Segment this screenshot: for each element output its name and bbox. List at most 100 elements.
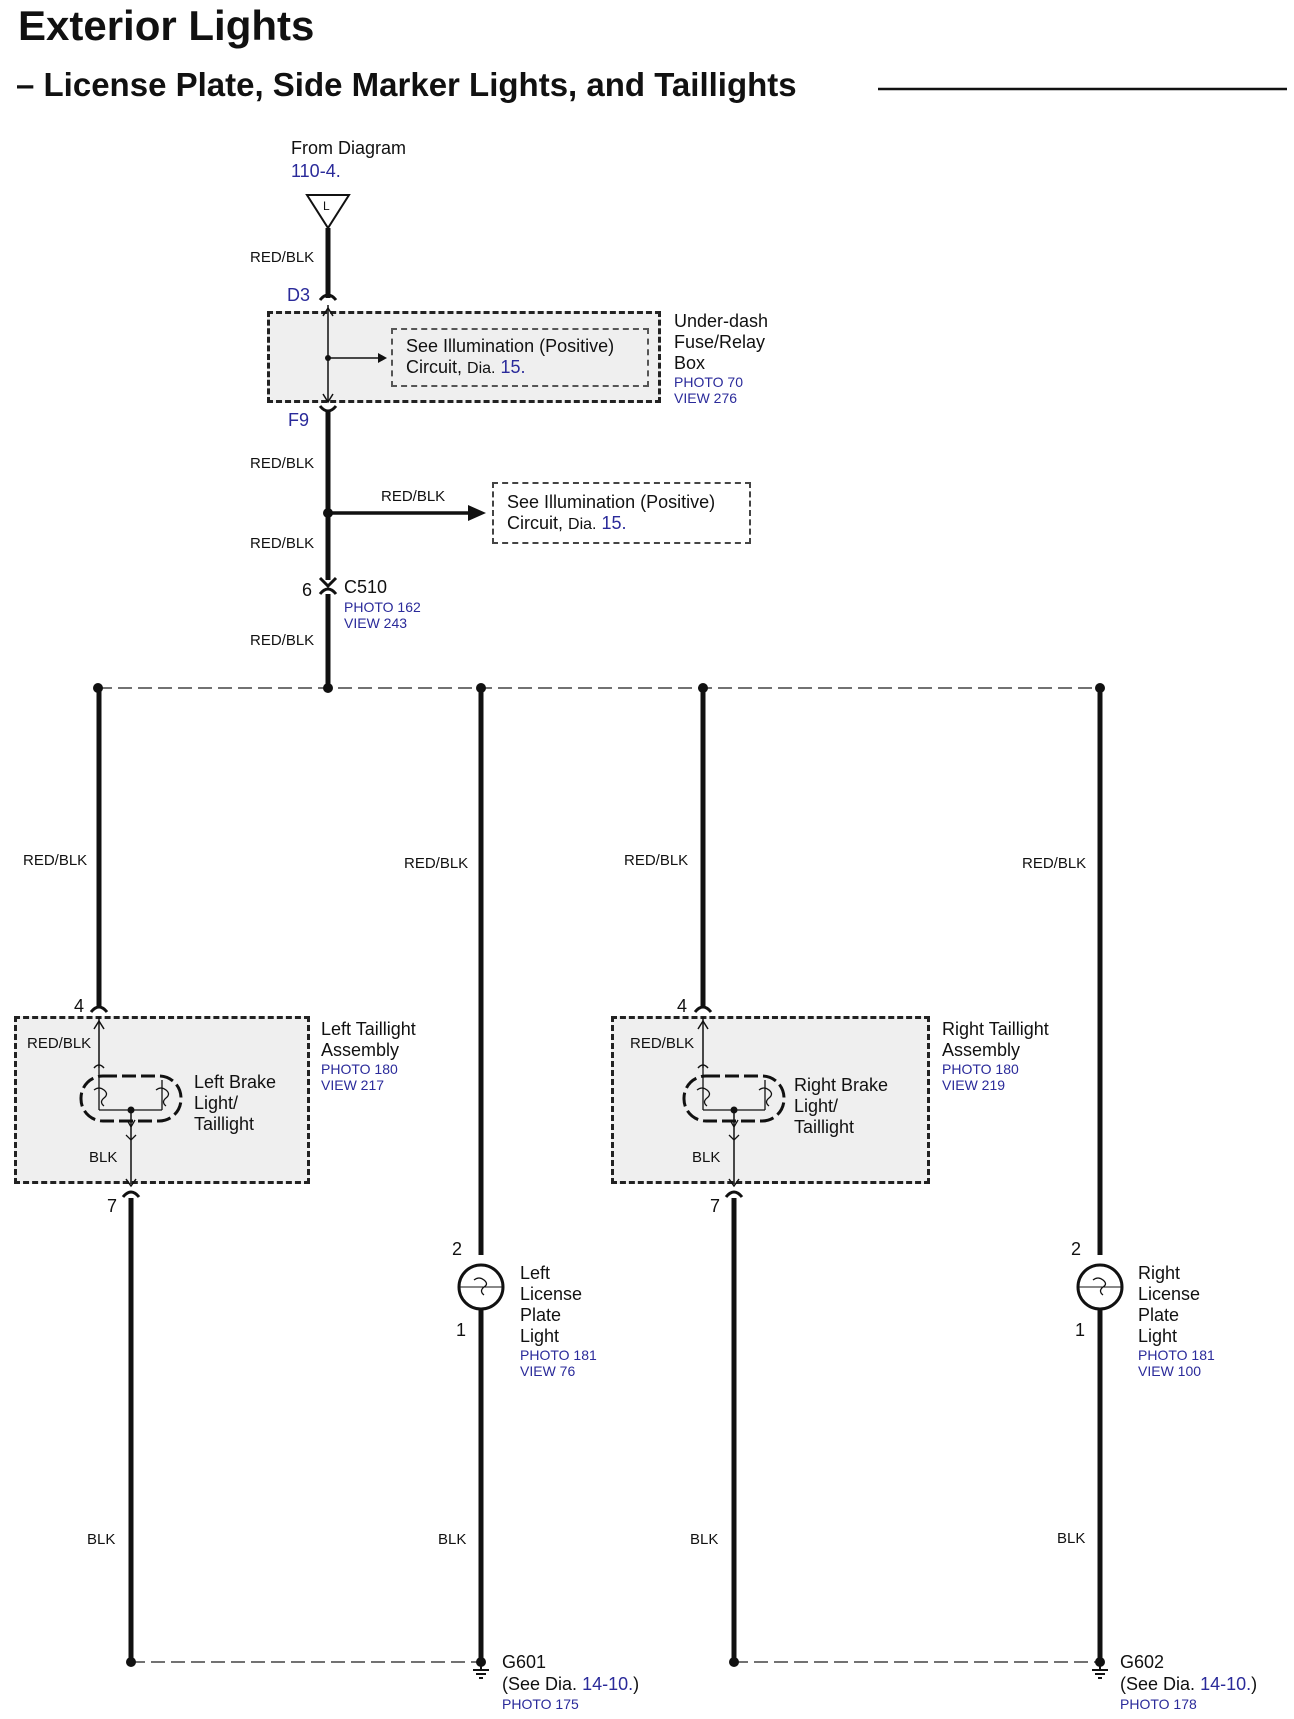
source-terminal-label: L [323,199,330,213]
fuse-box-photo[interactable]: PHOTO 70 [674,374,743,390]
ground-symbol-g601 [473,1662,489,1679]
left-bulb-name-3: Taillight [194,1114,255,1134]
wire-color-label: RED/BLK [250,249,315,266]
ground-symbol-g602 [1092,1662,1108,1679]
right-taillight-name-1: Right Taillight [942,1019,1049,1039]
g601-see-suffix: ) [633,1674,640,1694]
g602-see-suffix: ) [1251,1674,1258,1694]
splice-note-circuit: Circuit, [507,513,564,533]
source-terminal-triangle [305,194,351,230]
fuse-box-note-line2: Circuit, Dia. 15. [406,357,526,379]
splice-note-box [492,482,751,544]
right-license-pin-top: 2 [1071,1239,1082,1259]
wire-color-label: RED/BLK [23,852,88,869]
g601-photo[interactable]: PHOTO 175 [502,1696,579,1712]
left-license-view[interactable]: VIEW 76 [520,1363,576,1379]
right-license-name-3: Plate [1138,1305,1180,1325]
g601-see-ref[interactable]: 14-10. [582,1674,634,1694]
wire-color-label: RED/BLK [624,852,689,869]
g601-name: G601 [502,1652,547,1672]
splice-note-dia: Dia. [568,516,597,533]
left-license-pin-top: 2 [452,1239,463,1259]
left-license-name-3: Plate [520,1305,562,1325]
splice-note-line2: Circuit, Dia. 15. [507,513,627,535]
fuse-box-name-2: Fuse/Relay [674,332,766,352]
right-bulb-name-3: Taillight [794,1117,855,1137]
right-license-name-4: Light [1138,1326,1178,1346]
g602-see: (See Dia. 14-10.) [1120,1674,1257,1695]
wire-color-label: RED/BLK [404,855,469,872]
wire-color-label: BLK [87,1531,116,1548]
wire-color-label: RED/BLK [27,1035,92,1052]
source-diagram-ref[interactable]: 110-4. [291,161,341,181]
page-title: Exterior Lights [18,2,315,49]
g601-see-prefix: (See Dia. [502,1674,578,1694]
right-taillight-assembly [611,1016,930,1184]
g602-see-prefix: (See Dia. [1120,1674,1196,1694]
note-circuit-text: Circuit, [406,357,463,377]
g602-see-ref[interactable]: 14-10. [1200,1674,1252,1694]
g602-name: G602 [1120,1652,1165,1672]
g601-see: (See Dia. 14-10.) [502,1674,639,1695]
right-taillight-name-2: Assembly [942,1040,1021,1060]
wire-color-label: RED/BLK [630,1035,695,1052]
right-taillight-pin-out: 7 [710,1196,721,1216]
splice-note-dia-ref[interactable]: 15. [601,513,627,533]
illumination-arrow [468,505,486,521]
c510-view[interactable]: VIEW 243 [344,615,408,631]
left-license-name-1: Left [520,1263,551,1283]
left-bulb-name-2: Light/ [194,1093,239,1113]
right-taillight-photo[interactable]: PHOTO 180 [942,1061,1019,1077]
right-taillight-view[interactable]: VIEW 219 [942,1077,1006,1093]
left-license-name-2: License [520,1284,583,1304]
left-bulb-name-1: Left Brake [194,1072,277,1092]
right-taillight-pin-in: 4 [677,996,688,1016]
note-dia-text: Dia. [467,360,496,377]
wire-color-label: RED/BLK [1022,855,1087,872]
left-license-pin-bottom: 1 [456,1320,467,1340]
fuse-box-pin-in: D3 [287,285,311,305]
g602-photo[interactable]: PHOTO 178 [1120,1696,1197,1712]
left-license-photo[interactable]: PHOTO 181 [520,1347,597,1363]
wire-color-label: BLK [89,1149,118,1166]
fuse-box-name-3: Box [674,353,706,373]
page-subtitle: – License Plate, Side Marker Lights, and… [16,66,797,103]
c510-photo[interactable]: PHOTO 162 [344,599,421,615]
left-taillight-name-2: Assembly [321,1040,400,1060]
c510-name: C510 [344,577,388,597]
right-bulb-name-1: Right Brake [794,1075,889,1095]
wire-color-label: BLK [690,1531,719,1548]
wire-color-label: BLK [692,1149,721,1166]
wire-color-label: BLK [438,1531,467,1548]
connector-c510 [318,576,338,589]
wire-color-label: RED/BLK [250,535,315,552]
left-taillight-photo[interactable]: PHOTO 180 [321,1061,398,1077]
left-license-name-4: Light [520,1326,560,1346]
wire-color-label: BLK [1057,1530,1086,1547]
fuse-box-name-1: Under-dash [674,311,769,331]
fuse-box-pin-out: F9 [288,410,310,430]
fuse-box [267,311,661,403]
right-license-name-1: Right [1138,1263,1181,1283]
wire-color-label: RED/BLK [381,488,446,505]
source-label: From Diagram [291,138,407,158]
note-dia-ref[interactable]: 15. [500,357,526,377]
left-taillight-pin-in: 4 [74,996,85,1016]
right-license-pin-bottom: 1 [1075,1320,1086,1340]
fuse-box-note-box [391,328,649,387]
left-taillight-name-1: Left Taillight [321,1019,416,1039]
right-bulb-name-2: Light/ [794,1096,839,1116]
right-license-name-2: License [1138,1284,1201,1304]
fuse-box-note-line1: See Illumination (Positive) [406,336,615,356]
wire-color-label: RED/BLK [250,455,315,472]
wire-color-label: RED/BLK [250,632,315,649]
right-license-view[interactable]: VIEW 100 [1138,1363,1202,1379]
right-license-photo[interactable]: PHOTO 181 [1138,1347,1215,1363]
c510-pin: 6 [302,580,313,600]
fuse-box-view[interactable]: VIEW 276 [674,390,738,406]
splice-note-line1: See Illumination (Positive) [507,492,716,512]
left-taillight-view[interactable]: VIEW 217 [321,1077,385,1093]
connector-d3 [318,293,338,301]
left-taillight-pin-out: 7 [107,1196,118,1216]
